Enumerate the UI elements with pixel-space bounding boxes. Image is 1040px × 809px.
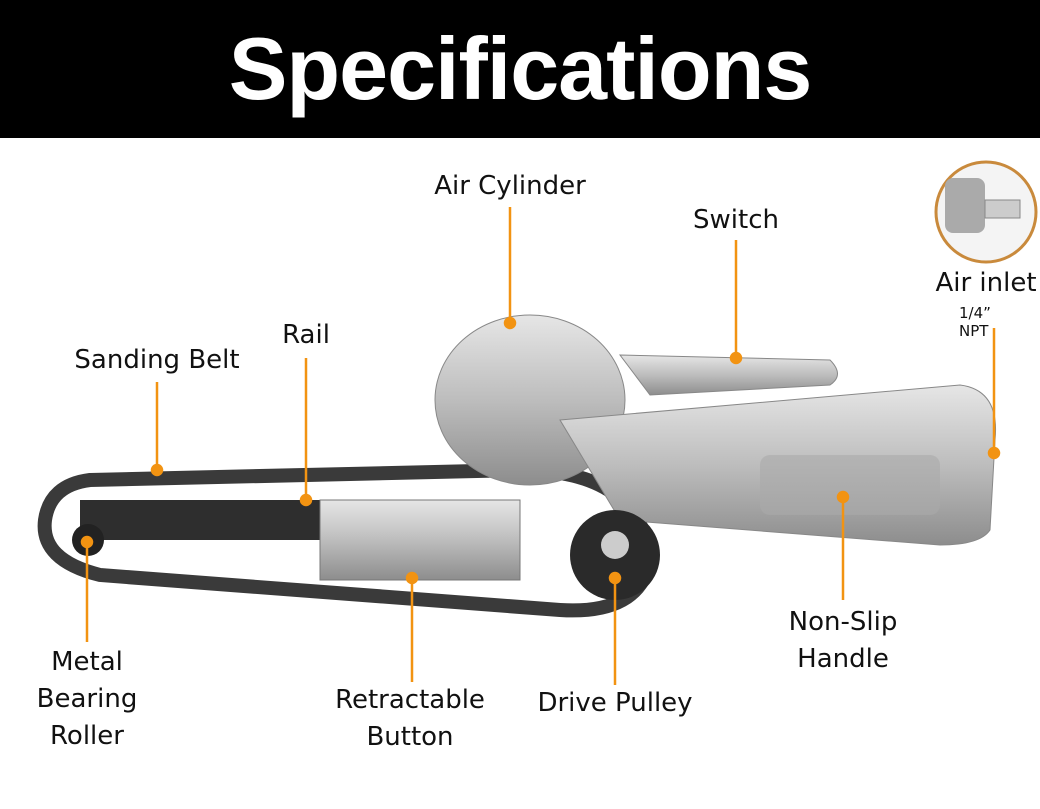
label-line: Bearing [36,684,138,714]
label-air-cylinder: Air Cylinder [434,171,586,201]
label-non-slip-handle: Non-Slip Handle [789,604,898,678]
callout-lines [80,207,1001,685]
title-banner: Specifications [0,0,1040,138]
label-line: Non-Slip [788,607,898,637]
rail [80,500,330,540]
label-air-inlet-spec: 1/4” NPT [959,304,991,340]
label-air-inlet: Air inlet [935,268,1037,298]
label-line: Metal [51,647,123,677]
label-line: Button [366,722,454,752]
label-metal-bearing-roller: Metal Bearing Roller [37,644,138,755]
label-line: Handle [797,644,889,674]
label-rail: Rail [282,320,330,350]
label-line: Retractable [335,685,485,715]
label-switch: Switch [693,205,779,235]
label-line: Roller [50,721,124,751]
switch-lever [618,354,838,396]
page-title: Specifications [228,19,813,118]
label-drive-pulley: Drive Pulley [537,688,693,718]
label-retractable-button: Retractable Button [335,682,485,756]
label-sanding-belt: Sanding Belt [74,345,240,375]
